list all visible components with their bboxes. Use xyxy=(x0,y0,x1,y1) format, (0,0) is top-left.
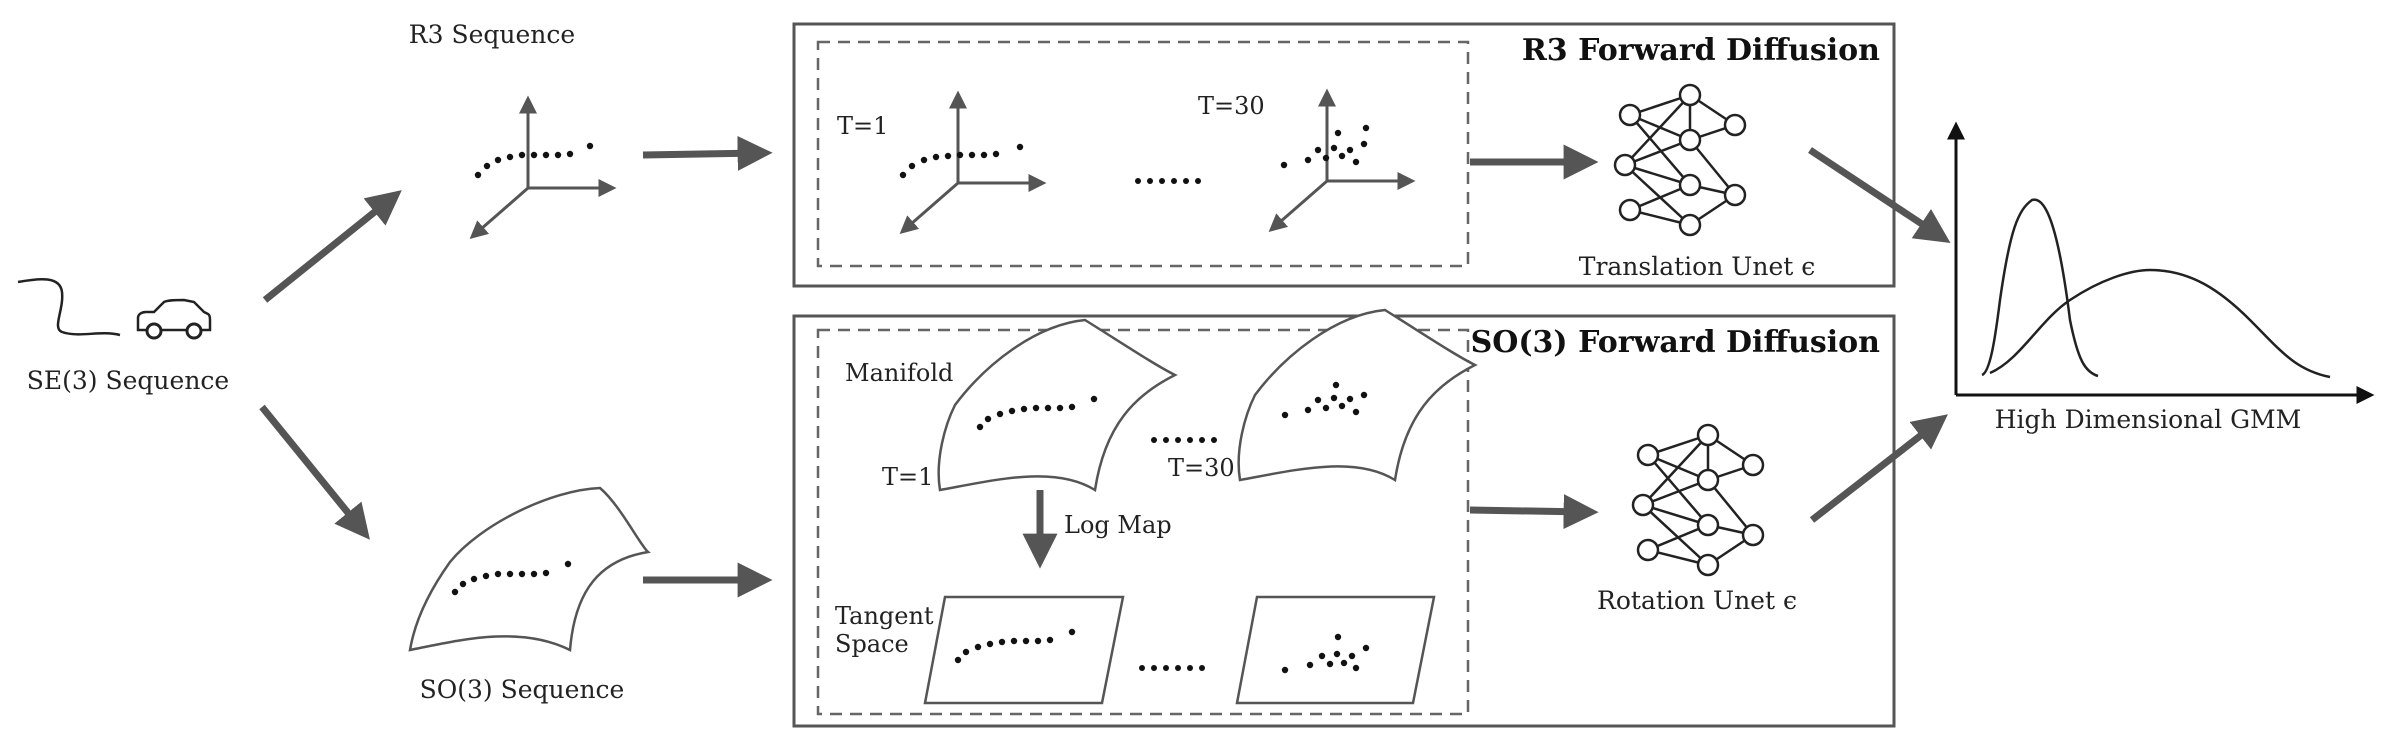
tangent-plane-t30 xyxy=(1235,595,1436,705)
neural-network-icon xyxy=(1613,83,1747,237)
gmm-label: High Dimensional GMM xyxy=(1995,405,2301,434)
se3-sequence-label: SE(3) Sequence xyxy=(27,366,229,395)
manifold-t30-label: T=30 xyxy=(1168,454,1235,482)
so3-dashed-region xyxy=(816,328,1470,716)
manifold-t1-surface xyxy=(937,318,1177,492)
manifold-t1-label: T=1 xyxy=(882,463,933,491)
so3-trajectory-dots xyxy=(451,560,572,596)
manifold-label: Manifold xyxy=(845,359,953,387)
r3-trajectory-dots xyxy=(474,142,594,179)
r3-forward-title: R3 Forward Diffusion xyxy=(1522,33,1880,68)
se3-sequence-group: SE(3) Sequence xyxy=(17,277,229,395)
trajectory-squiggle xyxy=(17,277,121,337)
manifold-t30-surface xyxy=(1237,308,1477,482)
arrow-so3-to-rotation-unet xyxy=(1469,494,1599,530)
r3-t1-dots xyxy=(899,143,1024,179)
log-map-label: Log Map xyxy=(1064,511,1172,539)
tangent-space-label-line2: Space xyxy=(835,630,909,658)
gmm-plot: High Dimensional GMM xyxy=(1947,121,2375,434)
translation-unet-label: Translation Unet ϵ xyxy=(1579,252,1815,281)
manifold-ellipsis-dots xyxy=(1151,437,1217,443)
r3-t1-label: T=1 xyxy=(837,112,888,140)
manifold-t1-dots xyxy=(976,395,1098,431)
arrow-rotation-to-gmm xyxy=(1809,414,1948,523)
tangent-space-label-line1: Tangent xyxy=(835,602,934,630)
so3-sequence-label: SO(3) Sequence xyxy=(420,675,625,704)
r3-axes-icon xyxy=(473,100,612,236)
r3-sequence-group: R3 Sequence xyxy=(409,20,612,236)
rotation-unet-label: Rotation Unet ϵ xyxy=(1597,586,1797,615)
so3-forward-diffusion-panel: SO(3) Forward Diffusion Manifold T=1 T=3… xyxy=(792,308,1896,728)
tangent-t1-dots xyxy=(954,628,1076,664)
so3-manifold-surface xyxy=(408,486,651,652)
neural-network-icon xyxy=(1631,423,1765,577)
so3-forward-title: SO(3) Forward Diffusion xyxy=(1471,325,1881,360)
arrow-se3-to-so3 xyxy=(259,404,370,540)
car-icon xyxy=(136,298,212,340)
r3-panel-border xyxy=(792,22,1896,288)
r3-forward-diffusion-panel: R3 Forward Diffusion T=1 T=30 Transl xyxy=(792,22,1896,288)
r3-sequence-label: R3 Sequence xyxy=(409,20,575,49)
gmm-component-narrow xyxy=(1981,198,2099,378)
r3-t30-axes-icon xyxy=(1272,93,1411,229)
r3-t30-label: T=30 xyxy=(1198,92,1265,120)
arrow-r3-to-diffusion xyxy=(642,135,773,171)
arrow-se3-to-r3 xyxy=(262,190,402,303)
tangent-plane-t1 xyxy=(923,595,1125,705)
r3-dashed-region xyxy=(816,40,1470,268)
r3-ellipsis-dots xyxy=(1135,178,1201,184)
tangent-ellipsis-dots xyxy=(1139,665,1205,671)
r3-t30-dots xyxy=(1280,124,1370,169)
gmm-component-wide xyxy=(1989,268,2331,379)
manifold-t30-dots xyxy=(1281,381,1368,419)
tangent-t30-dots xyxy=(1281,633,1370,674)
so3-sequence-group: SO(3) Sequence xyxy=(408,486,651,704)
so3-panel-border xyxy=(792,314,1896,728)
arrow-translation-to-gmm xyxy=(1808,147,1951,243)
